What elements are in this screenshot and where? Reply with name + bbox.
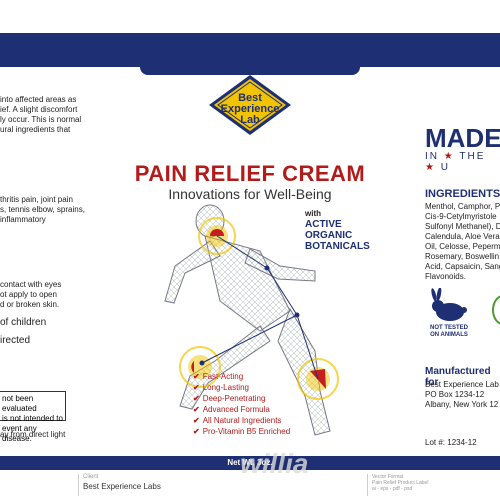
manufacturer-address: Best Experience Lab PO Box 1234-12 Alban… bbox=[425, 380, 499, 409]
list-item: ✔Long-Lasting bbox=[193, 383, 249, 392]
check-icon: ✔ bbox=[193, 405, 200, 414]
top-navy-band bbox=[0, 33, 500, 75]
list-item: ✔All Natural Ingredients bbox=[193, 416, 282, 425]
bottom-navy-band bbox=[0, 456, 500, 470]
botanicals-callout: with ACTIVE ORGANIC BOTANICALS bbox=[305, 209, 370, 252]
uses-text: thritis pain, joint pain s, tennis elbow… bbox=[0, 195, 85, 224]
net-weight: Net Wt. 3oz. bbox=[227, 458, 273, 467]
benefits-list: ✔Fast-Acting ✔Long-Lasting ✔Deep-Penetra… bbox=[193, 371, 290, 437]
check-icon: ✔ bbox=[193, 427, 200, 436]
file-info: Vector Format Pain Relief Product Label … bbox=[372, 474, 429, 492]
lot-number: Lot #: 1234-12 bbox=[425, 438, 477, 447]
manufacturer-heading: Manufactured for bbox=[425, 366, 491, 388]
check-icon: ✔ bbox=[193, 372, 200, 381]
children-warning: of children bbox=[0, 317, 47, 328]
check-icon: ✔ bbox=[193, 394, 200, 403]
warnings-text: contact with eyes ot apply to open d or … bbox=[0, 280, 62, 309]
check-icon: ✔ bbox=[193, 416, 200, 425]
storage-text: ay from direct light bbox=[0, 430, 66, 439]
design-footer: Client Best Experience Labs Vector Forma… bbox=[0, 470, 500, 500]
brand-badge bbox=[209, 75, 291, 135]
ingredients-heading: INGREDIENTS: bbox=[425, 188, 500, 200]
list-item: ✔Advanced Formula bbox=[193, 405, 270, 414]
made-in-usa-sub: IN ★ THE ★ U bbox=[425, 151, 486, 173]
directions-text: into affected areas as ief. A slight dis… bbox=[0, 95, 82, 134]
list-item: ✔Deep-Penetrating bbox=[193, 394, 266, 403]
made-in-usa-title: MADE bbox=[425, 123, 500, 153]
fda-disclaimer: not been evaluated is not intended to ev… bbox=[0, 391, 66, 443]
bunny-icon bbox=[431, 288, 467, 321]
directed-text: irected bbox=[0, 335, 31, 346]
product-label: Best Experience Lab PAIN RELIEF CREAM In… bbox=[0, 33, 500, 470]
not-tested-badge: NOT TESTED ON ANIMALS bbox=[429, 325, 468, 338]
ingredients-list: Menthol, Camphor, Pr Cis-9-Cetylmyristol… bbox=[425, 202, 500, 281]
check-icon: ✔ bbox=[193, 383, 200, 392]
runner-illustration bbox=[164, 204, 339, 436]
list-item: ✔Fast-Acting bbox=[193, 372, 244, 381]
brand-name: Best Experience Lab bbox=[220, 92, 280, 126]
client-name: Best Experience Labs bbox=[83, 482, 161, 491]
organic-seal-icon bbox=[492, 295, 500, 325]
list-item: ✔Pro-Vitamin B5 Enriched bbox=[193, 427, 291, 436]
product-title: PAIN RELIEF CREAM bbox=[134, 161, 366, 186]
watermark: willia bbox=[240, 448, 309, 479]
client-label: Client bbox=[83, 474, 99, 480]
product-subtitle: Innovations for Well-Being bbox=[168, 186, 332, 202]
